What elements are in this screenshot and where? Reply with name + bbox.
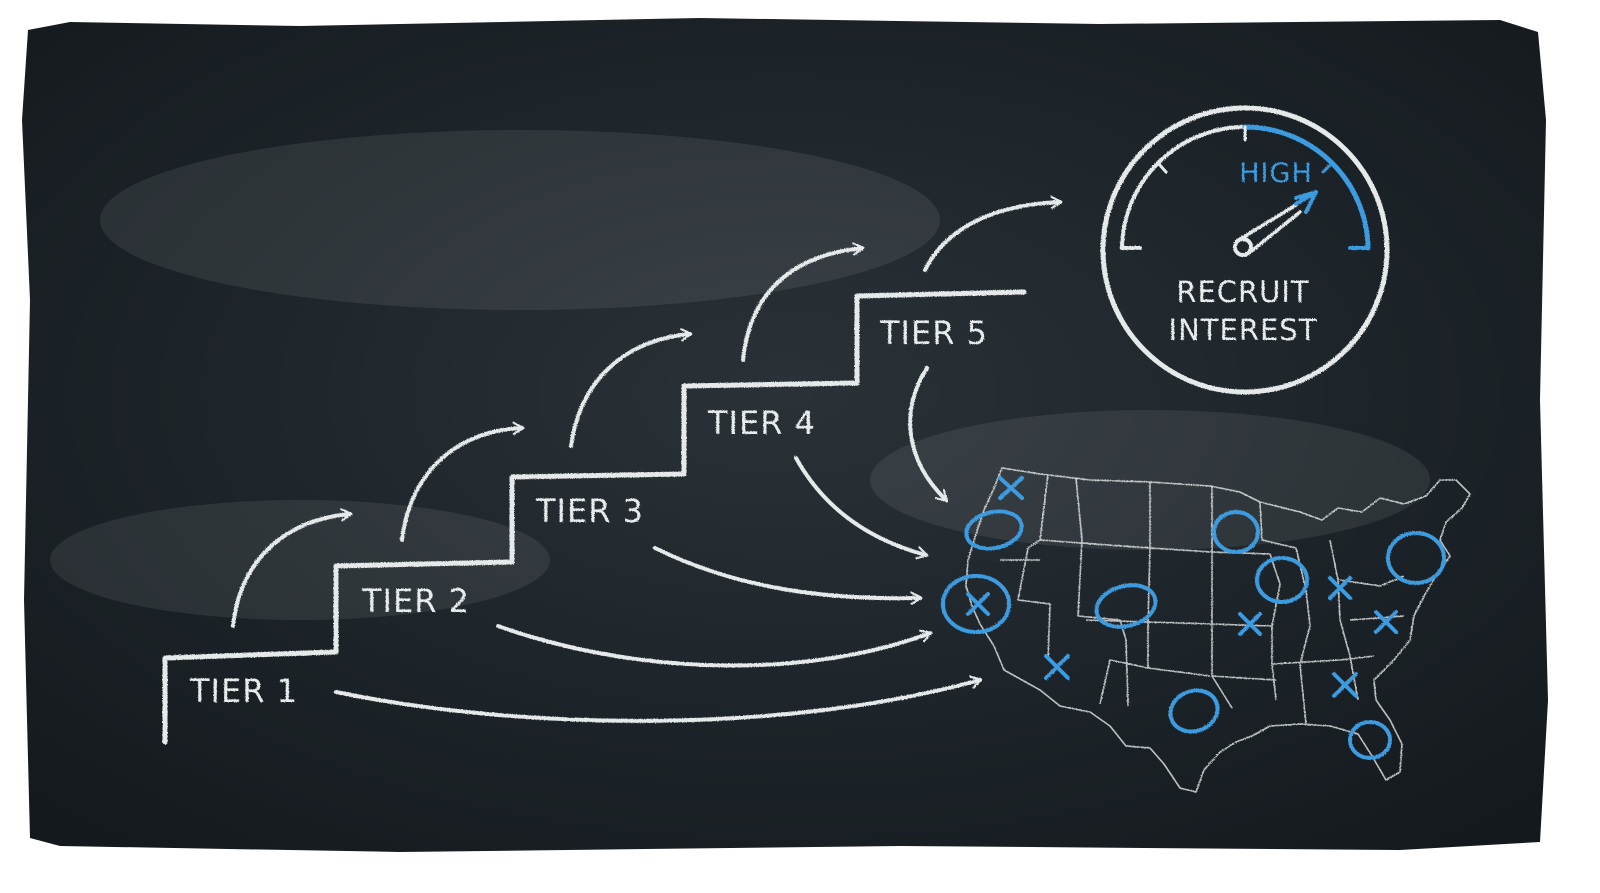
marker-x <box>1374 610 1398 634</box>
map-arrow-tier3 <box>653 546 923 605</box>
marker-circle <box>941 574 1011 634</box>
marker-x <box>1332 672 1358 698</box>
gauge-tick-mid-low <box>1156 161 1168 174</box>
marker-circle <box>964 509 1024 551</box>
tier-1-label: TIER 1 <box>189 672 298 710</box>
step-arrow-4 <box>741 242 865 362</box>
us-map-outline <box>965 467 1471 793</box>
marker-circle <box>1348 720 1392 760</box>
gauge-tick-mid-high <box>1321 161 1334 174</box>
chalkboard-surface <box>22 18 1548 852</box>
marker-x <box>998 476 1024 500</box>
marker-circle <box>1386 531 1446 585</box>
step-arrow-1 <box>231 508 353 628</box>
marker-circle <box>1094 583 1158 629</box>
map-arrow-tier1 <box>334 675 983 723</box>
step-arrow-2 <box>400 421 525 542</box>
step-arrow-5 <box>923 195 1063 272</box>
gauge-caption-line2: INTEREST <box>1169 313 1318 347</box>
tier-2-label: TIER 2 <box>361 582 470 620</box>
map-arrow-tier2 <box>496 624 933 668</box>
marker-x <box>1044 654 1070 680</box>
tier-3-label: TIER 3 <box>535 492 644 530</box>
map-arrow-tier4 <box>794 456 929 560</box>
map-markers <box>941 509 1446 760</box>
staircase-outline <box>162 289 1027 745</box>
marker-x <box>966 592 990 616</box>
marker-circle <box>1168 688 1220 734</box>
gauge-caption-line1: RECRUIT <box>1176 275 1309 309</box>
marker-x <box>1328 576 1352 600</box>
gauge-needle <box>1233 190 1318 257</box>
marker-circle <box>1212 510 1260 554</box>
tier-4-label: TIER 4 <box>707 404 816 442</box>
gauge-outer-ring <box>1100 105 1390 395</box>
marker-circle <box>1255 556 1309 604</box>
step-arrow-3 <box>569 328 693 448</box>
map-x-markers <box>966 476 1398 698</box>
marker-x <box>1238 612 1262 636</box>
gauge-level-label: HIGH <box>1239 158 1313 189</box>
recruit-interest-gauge: HIGH RECRUIT INTEREST <box>1100 105 1390 395</box>
tier-5-label: TIER 5 <box>879 314 988 352</box>
map-arrow-tier5 <box>908 366 949 503</box>
